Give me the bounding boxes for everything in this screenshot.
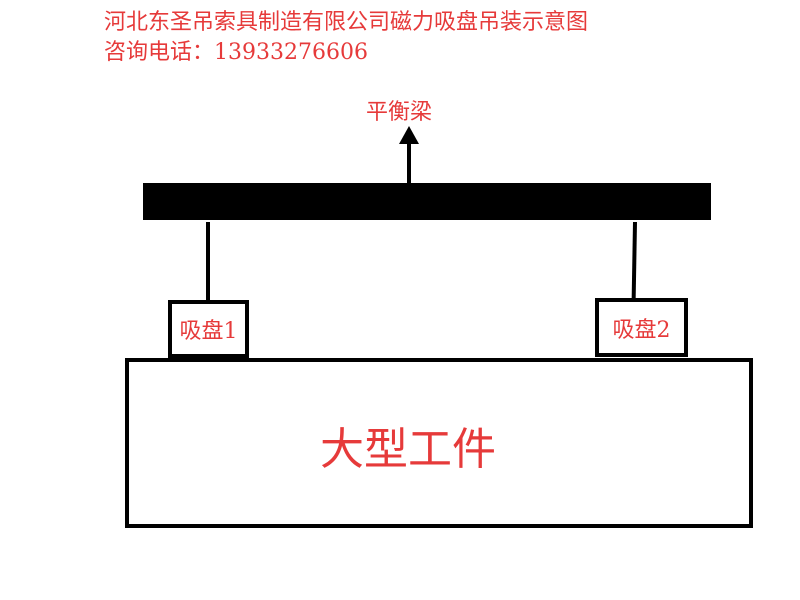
workpiece-label: 大型工件 xyxy=(320,424,496,475)
left-rod xyxy=(206,222,210,302)
right-rod xyxy=(631,221,637,301)
suction-cup-1: 吸盘1 xyxy=(168,300,249,358)
diagram-title: 河北东圣吊索具制造有限公司磁力吸盘吊装示意图 xyxy=(104,10,589,35)
arrow-shaft xyxy=(407,140,411,186)
suction-cup-2: 吸盘2 xyxy=(595,298,688,357)
workpiece-box xyxy=(125,358,753,528)
up-arrow-icon xyxy=(399,126,419,144)
diagram-header: 河北东圣吊索具制造有限公司磁力吸盘吊装示意图 咨询电话：13933276606 xyxy=(104,8,588,68)
suction-cup-1-label: 吸盘1 xyxy=(179,319,238,344)
balance-beam xyxy=(143,183,711,220)
suction-cup-2-label: 吸盘2 xyxy=(612,317,671,343)
contact-phone: 咨询电话：13933276606 xyxy=(104,40,368,65)
beam-label: 平衡梁 xyxy=(366,100,433,125)
